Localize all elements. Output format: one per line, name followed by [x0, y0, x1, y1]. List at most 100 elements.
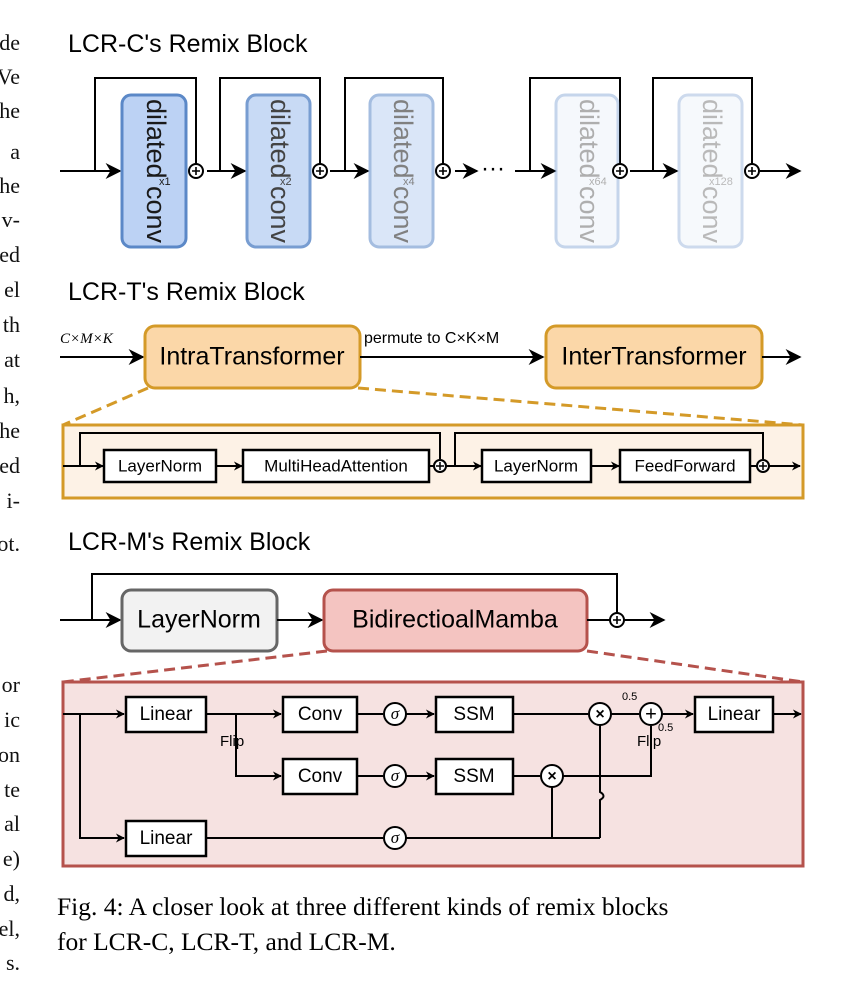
adder-icon [312, 163, 328, 179]
margin-fragment: at [4, 347, 20, 372]
figure-caption: Fig. 4: A closer look at three different… [57, 892, 668, 956]
margin-fragment: on [0, 742, 20, 767]
multiply-symbol: × [547, 768, 556, 785]
margin-fragment: th [3, 312, 20, 337]
dilation-factor: x128 [709, 176, 733, 188]
weight-label: 0.5 [658, 722, 673, 734]
lcr-t-title: LCR-T's Remix Block [68, 278, 305, 306]
dilation-factor: x1 [159, 176, 171, 188]
sigma-symbol: σ [391, 766, 400, 785]
lcr-t-section: LCR-T's Remix Block C×M×K IntraTransform… [60, 278, 805, 500]
m-zoom-line [586, 649, 804, 684]
sigma-symbol: σ [391, 704, 400, 723]
sigma-icon: σ [383, 702, 407, 726]
t-detail-layernorm-1: LayerNorm [102, 448, 218, 484]
m-conv-bottom: Conv [281, 757, 359, 796]
flip-label: Flip [220, 733, 244, 750]
m-conv-top: Conv [281, 695, 359, 734]
adder-icon [756, 459, 770, 473]
lcr-m-section: LCR-M's Remix Block LayerNorm Bidirectio… [60, 528, 805, 868]
lcr-c-section: LCR-C's Remix Block ··· dilated conv x1 … [60, 30, 802, 249]
t-detail-layernorm-2: LayerNorm [480, 448, 593, 484]
sigma-symbol: σ [391, 828, 400, 847]
t-zoom-line [357, 386, 804, 427]
bidirectional-mamba-block: BidirectioalMamba [322, 588, 589, 653]
weight-label: 0.5 [622, 691, 637, 703]
multiply-icon: × [540, 764, 564, 788]
margin-fragment: ed [0, 453, 20, 478]
c-skip-connection [529, 77, 621, 171]
m-linear-out: Linear [693, 695, 775, 734]
t-skip-connection [454, 432, 764, 466]
adder-icon [744, 163, 760, 179]
mha-label: MultiHeadAttention [264, 456, 408, 475]
caption-line-1: Fig. 4: A closer look at three different… [57, 892, 668, 921]
m-ssm-top: SSM [434, 695, 515, 734]
conv-label: Conv [298, 704, 343, 725]
sigma-icon: σ [383, 764, 407, 788]
m-layernorm-block: LayerNorm [120, 588, 279, 653]
t-skip-connection [79, 432, 441, 466]
margin-fragment: s. [6, 950, 20, 975]
intra-transformer-block: IntraTransformer [143, 324, 362, 390]
margin-fragment: te [4, 777, 20, 802]
margin-fragment: he [0, 98, 20, 123]
margin-fragment: or [2, 672, 21, 697]
linear-label: Linear [140, 828, 193, 849]
dilated-conv-label: dilated conv [697, 99, 727, 244]
t-detail-feedforward: FeedForward [618, 448, 752, 484]
flip-label: Flip [637, 733, 661, 750]
margin-fragment: ot. [0, 531, 20, 556]
margin-fragment: he [0, 173, 20, 198]
dilated-conv-block-4: dilated conv x64 [554, 93, 620, 249]
margin-fragment: al [4, 811, 20, 836]
dilation-factor: x64 [589, 176, 607, 188]
left-margin-text: de Ve he a he v- ed el th at h, he ed i-… [0, 30, 21, 975]
inter-transformer-label: InterTransformer [561, 343, 746, 371]
adder-icon [188, 163, 204, 179]
m-linear-bottom: Linear [124, 819, 208, 858]
dilated-conv-label: dilated conv [574, 99, 604, 244]
conv-label: Conv [298, 766, 343, 787]
c-skip-connection [94, 77, 197, 171]
margin-fragment: ed [0, 242, 20, 267]
t-detail-mha: MultiHeadAttention [241, 448, 431, 484]
lcr-m-title: LCR-M's Remix Block [68, 528, 311, 556]
margin-fragment: Ve [0, 64, 20, 89]
c-skip-connection [652, 77, 753, 171]
bidirectional-mamba-label: BidirectioalMamba [352, 606, 558, 634]
dilated-conv-block-2: dilated conv x2 [245, 93, 312, 249]
dilated-conv-label: dilated conv [141, 99, 171, 244]
sigma-icon: σ [383, 826, 407, 850]
margin-fragment: ic [4, 707, 20, 732]
dilated-conv-label: dilated conv [388, 99, 418, 244]
inter-transformer-block: InterTransformer [544, 324, 764, 390]
adder-icon [433, 459, 447, 473]
m-detail-flip-merge [563, 726, 652, 777]
adder-icon [612, 163, 628, 179]
adder-icon [435, 163, 451, 179]
dilated-conv-block-1: dilated conv x1 [120, 93, 188, 249]
plus-symbol: + [645, 703, 657, 725]
c-skip-connection [219, 77, 321, 171]
margin-fragment: el, [0, 916, 20, 941]
margin-fragment: a [10, 139, 20, 164]
m-detail-branch [79, 714, 125, 843]
m-layernorm-label: LayerNorm [137, 606, 261, 634]
intra-transformer-label: IntraTransformer [159, 343, 344, 371]
multiply-icon: × [588, 702, 612, 726]
m-detail-flip-branch [235, 714, 282, 781]
ssm-label: SSM [453, 766, 494, 787]
dilated-conv-block-3: dilated conv x4 [368, 93, 435, 249]
t-input-shape-label: C×M×K [60, 331, 114, 347]
linear-label: Linear [708, 704, 761, 725]
margin-fragment: v- [2, 207, 20, 232]
dilated-conv-label: dilated conv [265, 99, 295, 244]
permute-label: permute to C×K×M [364, 330, 499, 347]
lcr-c-title: LCR-C's Remix Block [68, 30, 308, 58]
m-linear-top: Linear [124, 695, 208, 734]
layernorm-label: LayerNorm [118, 456, 202, 475]
m-detail-gate-line [599, 725, 605, 838]
dilated-conv-block-5: dilated conv x128 [677, 93, 744, 249]
